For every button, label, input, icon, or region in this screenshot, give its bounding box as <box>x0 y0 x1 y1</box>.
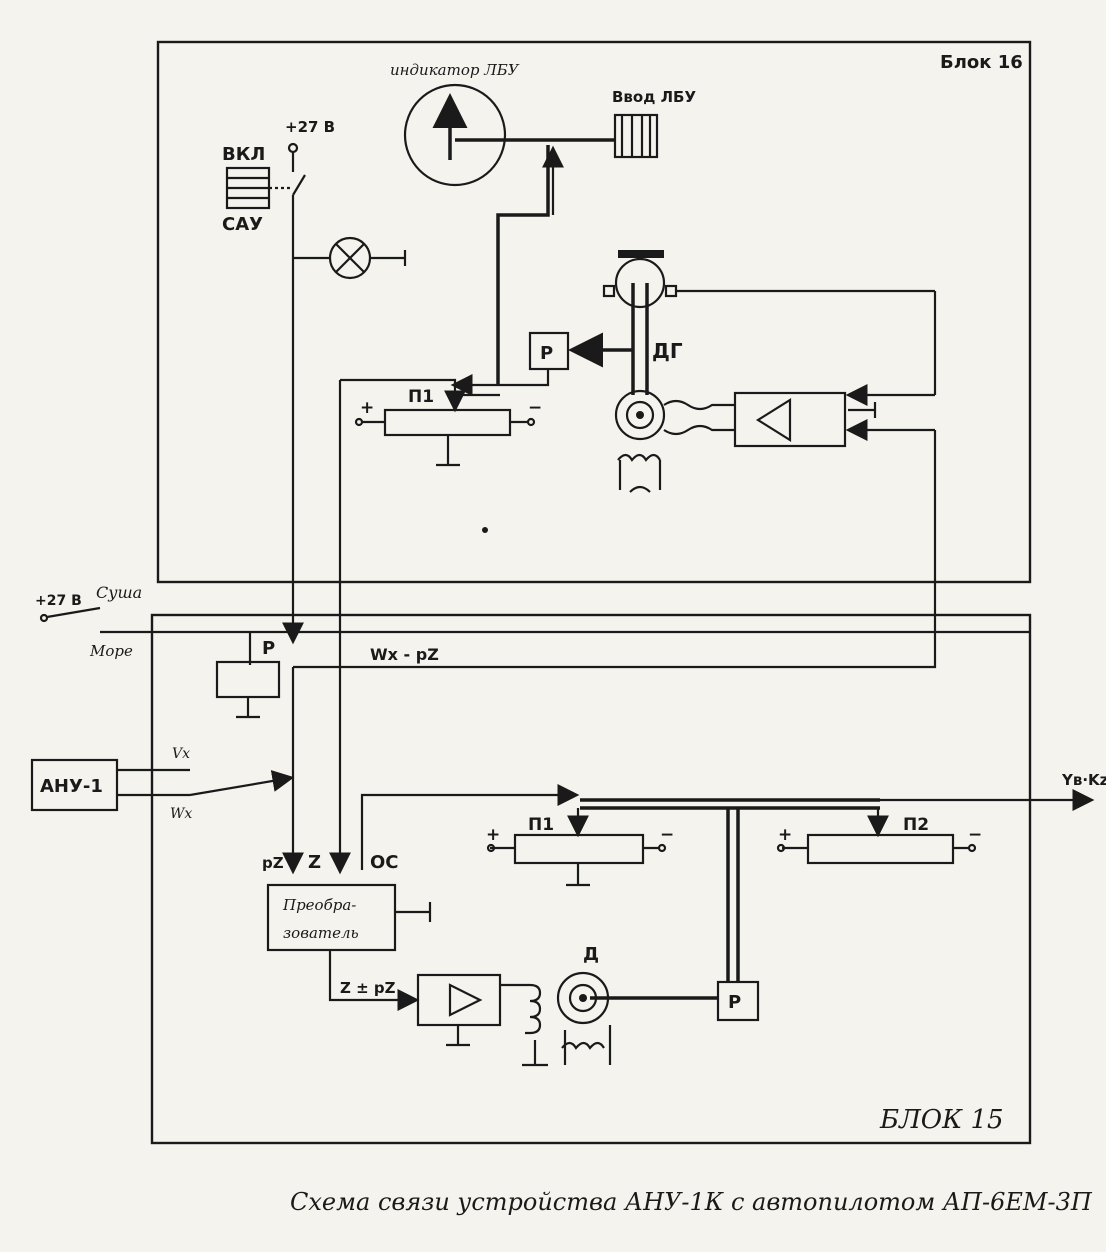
lbu-input-label: Ввод ЛБУ <box>612 88 696 106</box>
svg-text:Д: Д <box>583 944 599 965</box>
gyro-dg <box>614 257 666 309</box>
svg-text:Р: Р <box>262 638 275 659</box>
svg-text:АНУ-1: АНУ-1 <box>40 776 103 797</box>
svg-text:+: + <box>486 825 500 845</box>
svg-text:+: + <box>360 398 374 418</box>
svg-text:−: − <box>660 825 674 845</box>
dg-label: ДГ <box>652 339 683 363</box>
lbu-input-knob <box>613 113 659 159</box>
land-label: Суша <box>96 583 142 602</box>
svg-text:+: + <box>778 825 792 845</box>
switch-top-label: ВКЛ <box>222 144 265 165</box>
switch-bottom-label: САУ <box>222 214 263 235</box>
block15-frame <box>150 613 1032 1145</box>
zpz-label: Z ± pZ <box>340 979 396 997</box>
svg-text:+27 В: +27 В <box>35 593 82 609</box>
p2-pot <box>806 833 955 865</box>
svg-text:зователь: зователь <box>283 924 359 942</box>
anu1-block <box>30 758 119 812</box>
converter-block <box>266 883 397 952</box>
svg-text:П2: П2 <box>903 815 929 835</box>
svg-text:ОС: ОС <box>370 852 399 873</box>
amplifier-bottom <box>416 973 502 1027</box>
svg-text:−: − <box>968 825 982 845</box>
shaft-link <box>496 145 550 385</box>
block15-title: БЛОК 15 <box>879 1105 1004 1135</box>
out-label: Yв·Kz <box>1061 771 1106 789</box>
block16-title: Блок 16 <box>940 52 1023 73</box>
svg-text:П1: П1 <box>408 387 434 407</box>
svg-text:Wx: Wx <box>170 806 192 822</box>
svg-text:П1: П1 <box>528 815 554 835</box>
sea-label: Море <box>89 642 133 660</box>
svg-text:pZ: pZ <box>262 854 284 872</box>
amplifier-top <box>733 391 847 448</box>
indicator-dial <box>403 83 507 187</box>
svg-text:Р: Р <box>728 992 741 1013</box>
p1-top-pot <box>383 408 512 437</box>
wpz-label: Wx - pZ <box>370 645 439 664</box>
svg-text:Z: Z <box>308 852 321 873</box>
block16-frame <box>156 40 1032 584</box>
diagram-caption: Схема связи устройства АНУ-1К с автопило… <box>290 1188 1093 1216</box>
relay-bottom-left <box>215 660 281 699</box>
p1-bottom-pot <box>513 833 645 865</box>
indicator-label: индикатор ЛБУ <box>390 61 520 79</box>
supply-label: +27 В <box>285 118 335 136</box>
svg-text:−: − <box>528 398 542 418</box>
svg-text:Преобра-: Преобра- <box>282 896 356 914</box>
svg-text:Р: Р <box>540 343 553 364</box>
svg-text:Vx: Vx <box>172 746 190 762</box>
